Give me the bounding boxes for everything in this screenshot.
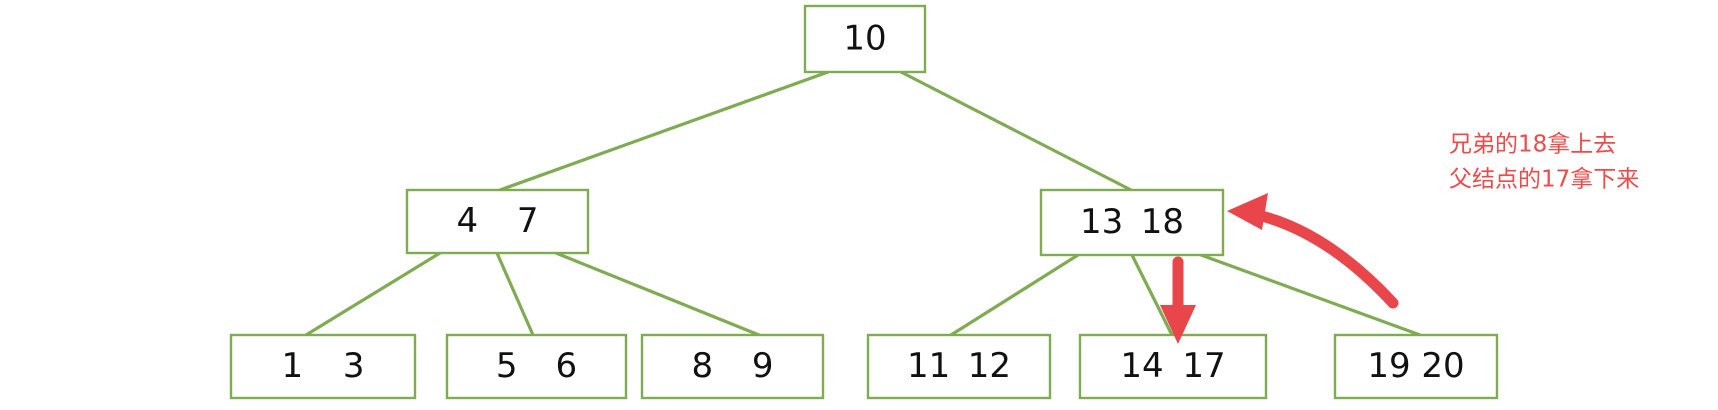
tree-edge-n-13-18-to-leaf-19-20 — [1199, 253, 1422, 337]
annotation-arrows-layer — [1160, 193, 1399, 344]
node-key-n-13-18-0: 13 — [1080, 202, 1123, 242]
tree-edge-n-4-7-to-leaf-8-9 — [554, 251, 761, 337]
node-box-leaf-8-9 — [640, 333, 825, 400]
node-key-leaf-1-3-0: 1 — [282, 346, 304, 386]
annotation-line-1: 兄弟的18拿上去 — [1449, 131, 1616, 158]
tree-node-leaf-11-12[interactable]: 11 12 — [866, 333, 1052, 400]
node-key-leaf-8-9-1: 9 — [752, 346, 774, 386]
node-key-n-13-18-1: 18 — [1141, 202, 1184, 242]
annotation-text-layer: 兄弟的18拿上去 父结点的17拿下来 — [1449, 131, 1639, 193]
node-key-leaf-11-12-0: 11 — [907, 346, 950, 386]
node-key-leaf-11-12-1: 12 — [968, 346, 1011, 386]
node-key-leaf-5-6-1: 6 — [556, 346, 578, 386]
tree-edges-layer — [304, 70, 1422, 337]
node-box-leaf-11-12 — [866, 333, 1052, 400]
node-box-n-4-7 — [405, 188, 590, 255]
node-key-leaf-14-17-1: 17 — [1182, 346, 1225, 386]
node-key-leaf-19-20-1: 20 — [1421, 346, 1464, 386]
tree-edge-n-13-18-to-leaf-11-12 — [949, 253, 1080, 337]
node-key-leaf-1-3-1: 3 — [343, 346, 365, 386]
tree-node-n-13-18[interactable]: 13 18 — [1039, 188, 1225, 257]
node-key-leaf-14-17-0: 14 — [1120, 346, 1163, 386]
tree-edge-n-13-18-to-leaf-14-17 — [1130, 253, 1174, 337]
node-key-n-4-7-0: 4 — [457, 201, 479, 241]
node-box-n-13-18 — [1039, 188, 1225, 257]
tree-edge-n-4-7-to-leaf-1-3 — [304, 251, 442, 337]
curved-up-arrow — [1227, 193, 1399, 309]
tree-edge-root-to-n-13-18 — [899, 70, 1133, 192]
tree-edge-n-4-7-to-leaf-5-6 — [495, 251, 535, 337]
node-key-leaf-8-9-0: 8 — [692, 346, 714, 386]
node-key-leaf-19-20-0: 19 — [1367, 346, 1410, 386]
node-key-root-0: 10 — [843, 19, 886, 59]
curved-up-arrow-shaft — [1237, 206, 1399, 309]
curved-up-arrow-head — [1227, 193, 1268, 230]
node-box-leaf-19-20 — [1333, 333, 1499, 400]
tree-node-leaf-14-17[interactable]: 14 17 — [1078, 333, 1268, 400]
node-box-root — [803, 4, 927, 74]
tree-node-root[interactable]: 10 — [803, 4, 927, 74]
node-box-leaf-5-6 — [445, 333, 628, 400]
down-arrow — [1160, 256, 1196, 344]
down-arrow-head — [1160, 305, 1196, 344]
annotation-line-2: 父结点的17拿下来 — [1449, 166, 1639, 193]
node-key-n-4-7-1: 7 — [517, 201, 539, 241]
node-key-leaf-5-6-0: 5 — [496, 346, 518, 386]
node-box-leaf-1-3 — [229, 333, 417, 400]
tree-edge-root-to-n-4-7 — [498, 70, 830, 192]
node-box-leaf-14-17 — [1078, 333, 1268, 400]
